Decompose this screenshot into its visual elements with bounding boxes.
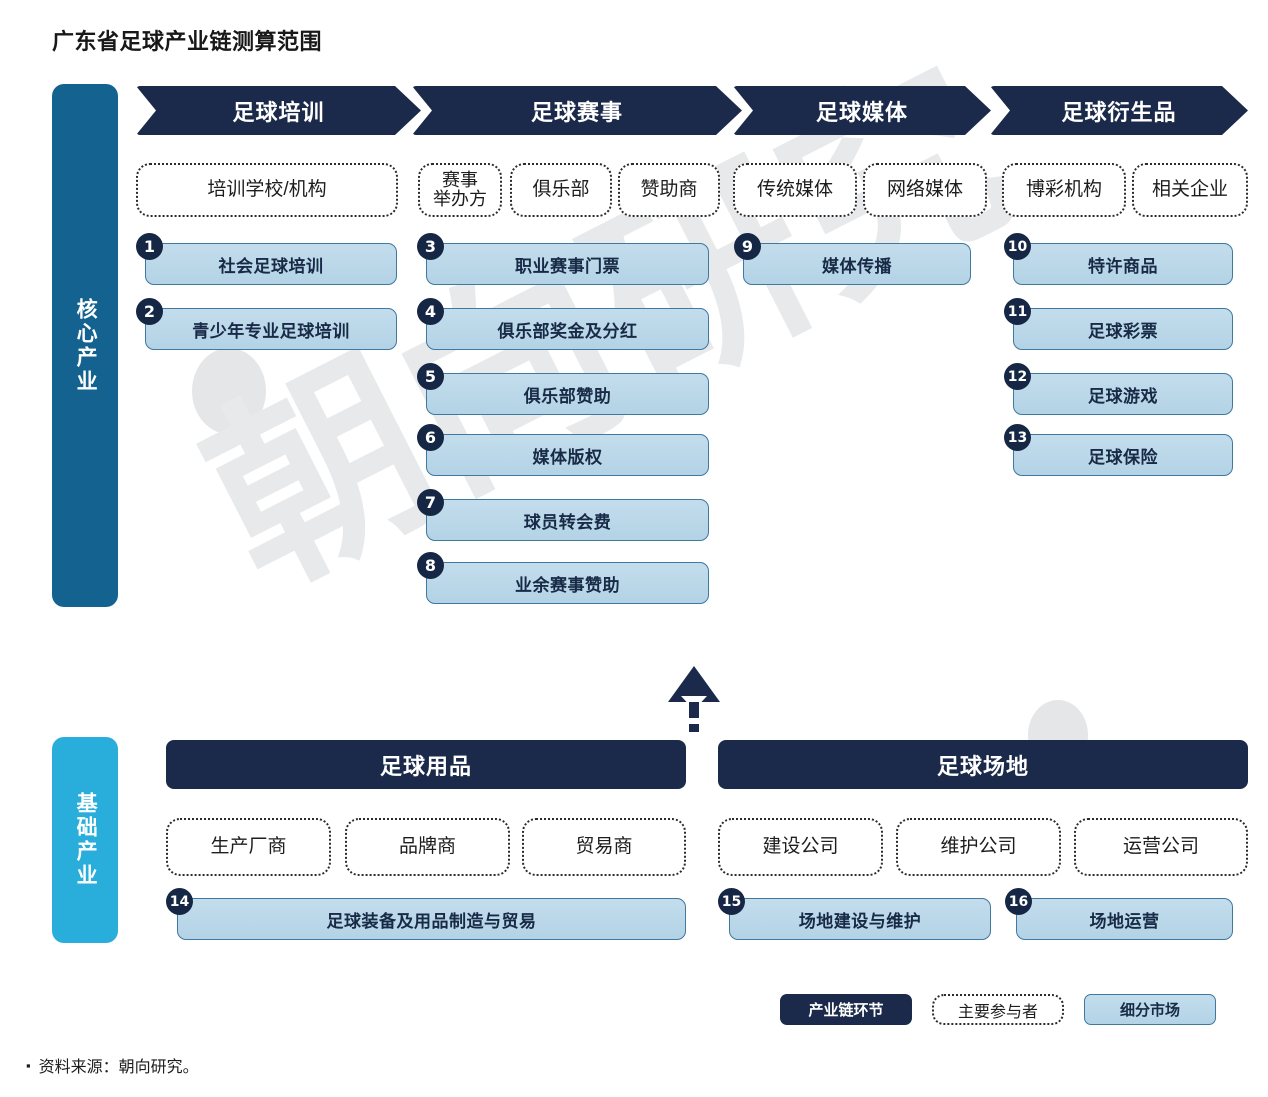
market-box-1[interactable]: 社会足球培训 [145,243,397,285]
participant-sponsors[interactable]: 赞助商 [618,163,720,217]
participant-traders[interactable]: 贸易商 [522,818,686,876]
participant-traditional-media[interactable]: 传统媒体 [733,163,857,217]
bullet-icon: ▪ [26,1058,31,1073]
arrow-stem-lower [689,724,699,732]
market-box-9[interactable]: 媒体传播 [743,243,971,285]
rail-core-industry: 核心产业 [52,84,118,607]
market-box-6[interactable]: 媒体版权 [426,434,709,476]
market-box-12[interactable]: 足球游戏 [1013,373,1233,415]
watermark-dot [192,348,266,434]
market-badge-3: 3 [417,233,444,260]
participant-manufacturers[interactable]: 生产厂商 [166,818,331,876]
market-badge-8: 8 [417,552,444,579]
market-badge-6: 6 [417,424,444,451]
market-badge-5: 5 [417,363,444,390]
market-box-2[interactable]: 青少年专业足球培训 [145,308,397,350]
market-box-7[interactable]: 球员转会费 [426,499,709,541]
market-badge-15: 15 [718,888,745,915]
upward-flow-arrow [668,666,720,736]
market-badge-12: 12 [1004,363,1031,390]
chain-header-football-events[interactable]: 足球赛事 [412,86,742,135]
participant-related-enterprises[interactable]: 相关企业 [1132,163,1248,217]
participant-brand-owners[interactable]: 品牌商 [345,818,510,876]
source-note-text: 资料来源：朝向研究。 [38,1059,199,1076]
market-box-16[interactable]: 场地运营 [1016,898,1233,940]
participant-training-schools[interactable]: 培训学校/机构 [136,163,398,217]
legend: 产业链环节 主要参与者 细分市场 [780,994,1220,1028]
participant-construction-companies[interactable]: 建设公司 [718,818,883,876]
chain-header-football-training[interactable]: 足球培训 [136,86,421,135]
market-badge-1: 1 [136,233,163,260]
rail-base-industry: 基础产业 [52,737,118,943]
page-title: 广东省足球产业链测算范围 [52,29,323,54]
participant-clubs[interactable]: 俱乐部 [510,163,612,217]
arrow-stem-upper [689,702,699,718]
chain-header-football-goods[interactable]: 足球用品 [166,740,686,789]
market-box-3[interactable]: 职业赛事门票 [426,243,709,285]
market-badge-7: 7 [417,489,444,516]
chain-header-football-derivatives[interactable]: 足球衍生品 [990,86,1248,135]
rail-core-industry-label: 核心产业 [74,297,98,394]
legend-item-sub-market: 细分市场 [1084,994,1216,1025]
source-note: ▪ 资料来源：朝向研究。 [26,1053,199,1077]
market-box-4[interactable]: 俱乐部奖金及分红 [426,308,709,350]
market-badge-4: 4 [417,298,444,325]
market-box-5[interactable]: 俱乐部赞助 [426,373,709,415]
market-badge-13: 13 [1004,424,1031,451]
market-box-14[interactable]: 足球装备及用品制造与贸易 [177,898,686,940]
market-box-10[interactable]: 特许商品 [1013,243,1233,285]
market-badge-11: 11 [1004,298,1031,325]
legend-item-chain-link: 产业链环节 [780,994,912,1025]
market-badge-14: 14 [166,888,193,915]
market-badge-16: 16 [1005,888,1032,915]
market-box-8[interactable]: 业余赛事赞助 [426,562,709,604]
market-box-11[interactable]: 足球彩票 [1013,308,1233,350]
chain-header-football-media[interactable]: 足球媒体 [733,86,991,135]
market-badge-9: 9 [734,233,761,260]
participant-operating-companies[interactable]: 运营公司 [1074,818,1248,876]
participant-online-media[interactable]: 网络媒体 [863,163,987,217]
market-box-15[interactable]: 场地建设与维护 [729,898,991,940]
market-box-13[interactable]: 足球保险 [1013,434,1233,476]
participant-maintenance-companies[interactable]: 维护公司 [896,818,1061,876]
participant-event-organizer[interactable]: 赛事 举办方 [418,163,502,217]
chain-header-football-venues[interactable]: 足球场地 [718,740,1248,789]
rail-base-industry-label: 基础产业 [74,792,98,888]
participant-betting-agency[interactable]: 博彩机构 [1002,163,1126,217]
market-badge-2: 2 [136,298,163,325]
market-badge-10: 10 [1004,233,1031,260]
legend-item-main-participant: 主要参与者 [932,994,1064,1025]
